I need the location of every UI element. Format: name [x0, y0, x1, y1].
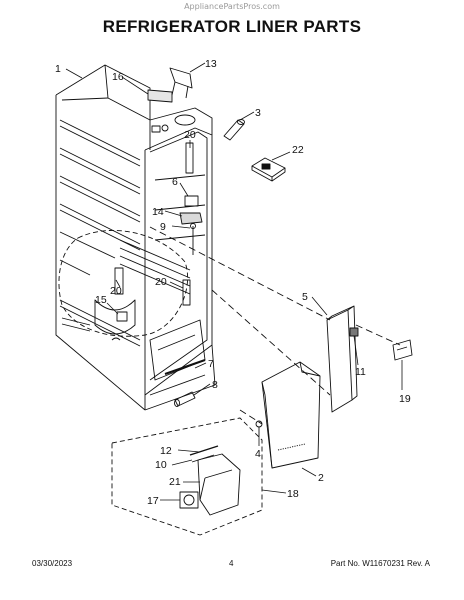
callout-10: 10 — [155, 459, 167, 471]
part-2-cover — [261, 361, 321, 469]
part-19-pad — [392, 339, 413, 361]
callout-4: 4 — [255, 448, 261, 460]
callout-labels: 1 2 3 4 5 6 7 8 9 10 11 12 13 14 15 16 1… — [55, 58, 411, 507]
part-20-upper-bracket — [185, 142, 194, 174]
part-20-left-bracket — [114, 267, 124, 295]
part-12-wire — [189, 445, 219, 456]
footer-date: 03/30/2023 — [32, 559, 73, 568]
callout-2: 2 — [318, 472, 324, 484]
part-14-label — [179, 212, 203, 225]
part-6-fitting — [184, 195, 199, 207]
footer-page-number: 4 — [229, 559, 234, 568]
liner-body — [55, 64, 216, 411]
watermark: AppliancePartsPros.com — [184, 2, 280, 11]
icemaker-region-outline — [58, 229, 189, 337]
callout-20-upper: 20 — [184, 129, 196, 141]
callout-20-right: 20 — [155, 276, 167, 288]
callout-1: 1 — [55, 63, 61, 75]
callout-22: 22 — [292, 144, 304, 156]
callout-11: 11 — [355, 366, 366, 378]
callout-5: 5 — [302, 291, 308, 303]
callout-15: 15 — [95, 294, 107, 306]
part-15-switch — [116, 311, 128, 322]
callout-12: 12 — [160, 445, 172, 457]
icemaker-assembly-outline — [111, 417, 263, 536]
callout-20-left: 20 — [110, 285, 122, 297]
callout-17: 17 — [147, 495, 159, 507]
part-13-bracket — [169, 67, 193, 89]
callout-9: 9 — [160, 221, 166, 233]
projection-lines — [149, 226, 401, 425]
callout-21: 21 — [169, 476, 181, 488]
footer-part-number: Part No. W11670231 Rev. A — [330, 559, 430, 568]
part-8-cylinder — [174, 391, 196, 407]
part-17-motor — [179, 491, 199, 509]
callout-19: 19 — [399, 393, 411, 405]
callout-14: 14 — [152, 206, 164, 218]
part-22-module — [251, 157, 286, 182]
part-10-wire — [191, 454, 215, 463]
part-7-strip — [164, 359, 206, 375]
callout-6: 6 — [172, 176, 178, 188]
part-3-cylinder — [223, 119, 245, 141]
callout-13: 13 — [205, 58, 217, 70]
part-16-strip — [147, 89, 173, 103]
page-title: REFRIGERATOR LINER PARTS — [102, 17, 362, 36]
callout-16: 16 — [112, 71, 124, 83]
callout-18: 18 — [287, 488, 299, 500]
leader-lines — [65, 62, 403, 501]
part-20-right-bracket — [182, 279, 191, 306]
part-11-clip — [349, 327, 359, 337]
callout-7: 7 — [208, 358, 214, 370]
callout-3: 3 — [255, 107, 261, 119]
part-21-housing — [197, 453, 241, 516]
callout-8: 8 — [212, 379, 218, 391]
part-5-panel — [326, 305, 358, 413]
